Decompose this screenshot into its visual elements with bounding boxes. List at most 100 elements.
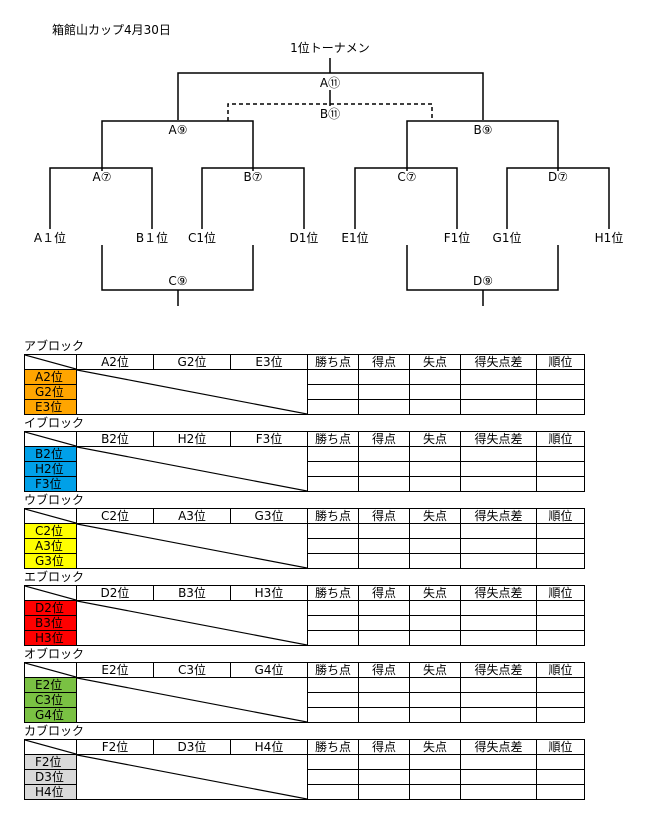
stat-cell: [409, 476, 461, 492]
stat-header: 順位: [536, 431, 585, 447]
stat-cell: [536, 630, 585, 646]
stat-cell: [307, 630, 359, 646]
stat-header: 得失点差: [460, 508, 537, 524]
stat-cell: [358, 630, 410, 646]
team-row: F2位: [24, 754, 585, 800]
team-label: E3位: [24, 399, 77, 415]
stat-header: 失点: [409, 739, 461, 755]
stat-cell: [460, 769, 537, 785]
seed-label: F1位: [444, 230, 471, 245]
stat-cell: [536, 461, 585, 477]
bracket-line-semi-right: [406, 120, 559, 171]
team-label: H2位: [24, 461, 77, 477]
final-label-upper: A⑪: [320, 76, 340, 90]
stat-cell: [536, 769, 585, 785]
team-row: E2位: [24, 677, 585, 723]
stat-header: 得失点差: [460, 354, 537, 370]
stat-header: 勝ち点: [307, 431, 359, 447]
stat-cell: [536, 600, 585, 616]
stat-cell: [536, 399, 585, 415]
stat-cell: [460, 461, 537, 477]
block-title: オブロック: [24, 647, 85, 661]
stat-cell: [409, 769, 461, 785]
stat-cell: [460, 523, 537, 539]
stat-header: 勝ち点: [307, 354, 359, 370]
semi-label: A⑨: [169, 123, 188, 137]
stat-cell: [358, 784, 410, 800]
match-grid: [76, 677, 308, 723]
seed-label: G1位: [493, 230, 522, 245]
stat-cell: [409, 615, 461, 631]
stat-cell: [460, 692, 537, 708]
stat-header: 勝ち点: [307, 739, 359, 755]
stat-cell: [307, 754, 359, 770]
team-label: G3位: [24, 553, 77, 569]
league-table: B2位 H2位 F3位 勝ち点 得点 失点 得失点差 順位 B2位: [24, 431, 585, 492]
stat-cell: [409, 446, 461, 462]
seed-label: B１位: [136, 230, 168, 245]
stat-cell: [460, 553, 537, 569]
stat-cell: [307, 446, 359, 462]
stat-cell: [358, 446, 410, 462]
stat-header: 得点: [358, 739, 410, 755]
team-row: B3位: [24, 615, 585, 631]
stat-header: 得点: [358, 585, 410, 601]
stat-cell: [460, 615, 537, 631]
stat-cell: [307, 615, 359, 631]
stat-cell: [536, 677, 585, 693]
team-row: B2位: [24, 446, 585, 492]
stat-cell: [358, 476, 410, 492]
block-title: アブロック: [24, 339, 85, 353]
quarter-label: B⑦: [244, 170, 263, 184]
team-row: A2位: [24, 369, 585, 415]
league-table: E2位 C3位 G4位 勝ち点 得点 失点 得失点差 順位 E2位: [24, 662, 585, 723]
stat-cell: [409, 369, 461, 385]
match-grid: [76, 369, 308, 415]
opponent-header: H4位: [230, 739, 308, 755]
stat-cell: [307, 692, 359, 708]
tournament-bracket: 1位トーナメン A⑪ B⑪ A⑨ B⑨ A⑦ B⑦ C⑦ D⑦ A１位 B１位 …: [34, 40, 623, 306]
league-table: C2位 A3位 G3位 勝ち点 得点 失点 得失点差 順位 C2位: [24, 508, 585, 569]
team-label: B3位: [24, 615, 77, 631]
team-label: A3位: [24, 538, 77, 554]
block-title: エブロック: [24, 570, 85, 584]
league-table: F2位 D3位 H4位 勝ち点 得点 失点 得失点差 順位 F2位: [24, 739, 585, 800]
stat-header: 得点: [358, 431, 410, 447]
stat-cell: [307, 399, 359, 415]
header-row: B2位 H2位 F3位 勝ち点 得点 失点 得失点差 順位: [24, 431, 585, 447]
stat-cell: [409, 538, 461, 554]
stat-cell: [460, 384, 537, 400]
opponent-header: G4位: [230, 662, 308, 678]
team-label: C2位: [24, 523, 77, 539]
stat-cell: [536, 446, 585, 462]
stat-cell: [536, 476, 585, 492]
stat-cell: [307, 523, 359, 539]
match-grid: [76, 523, 308, 569]
league-block-1: アブロック A2位 G2位 E3位 勝ち点 得点 失点 得失点差: [24, 339, 585, 415]
bracket-line-quarter-c: [354, 167, 458, 229]
league-block-3: ウブロック C2位 A3位 G3位 勝ち点 得点 失点 得失点差: [24, 493, 585, 569]
stat-cell: [307, 784, 359, 800]
stat-header: 得失点差: [460, 662, 537, 678]
bracket-title: 1位トーナメン: [290, 40, 370, 55]
stat-cell: [536, 553, 585, 569]
bracket-line-semi-left: [101, 120, 254, 171]
stat-cell: [307, 553, 359, 569]
stat-header: 失点: [409, 662, 461, 678]
opponent-header: F3位: [230, 431, 308, 447]
opponent-header: A3位: [153, 508, 231, 524]
opponent-header: E3位: [230, 354, 308, 370]
quarter-label: A⑦: [93, 170, 112, 184]
stat-cell: [358, 707, 410, 723]
team-label: F3位: [24, 476, 77, 492]
league-block-6: カブロック F2位 D3位 H4位 勝ち点 得点 失点 得失点差: [24, 724, 585, 800]
league-block-2: イブロック B2位 H2位 F3位 勝ち点 得点 失点 得失点差: [24, 416, 585, 492]
stat-cell: [409, 677, 461, 693]
header-row: D2位 B3位 H3位 勝ち点 得点 失点 得失点差 順位: [24, 585, 585, 601]
team-row: G3位: [24, 553, 585, 569]
league-block-5: オブロック E2位 C3位 G4位 勝ち点 得点 失点 得失点差: [24, 647, 585, 723]
stat-cell: [409, 461, 461, 477]
team-label: B2位: [24, 446, 77, 462]
stat-header: 得点: [358, 354, 410, 370]
stat-cell: [409, 600, 461, 616]
